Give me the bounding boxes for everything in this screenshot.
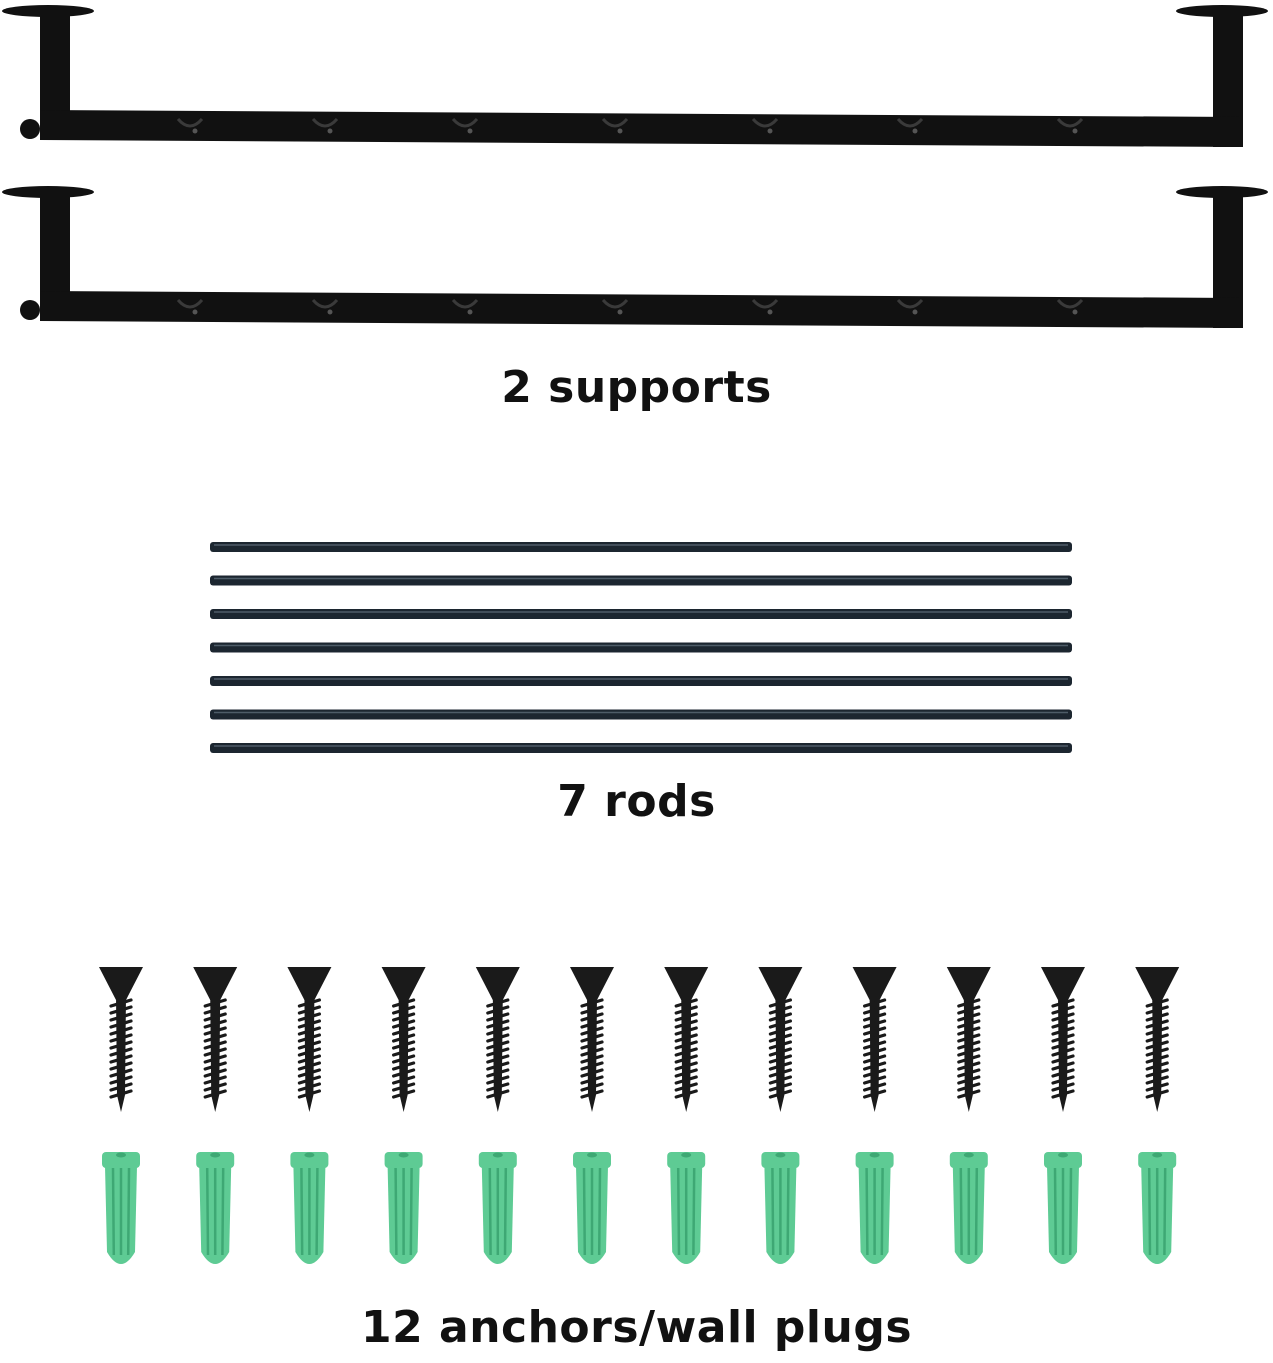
screw — [1041, 967, 1085, 1112]
rod — [210, 743, 1072, 753]
rod-holder — [451, 117, 479, 128]
rod-holder — [751, 117, 779, 128]
rod-holder — [176, 298, 204, 309]
rod-holder — [176, 117, 204, 128]
rods-group — [210, 542, 1072, 753]
supports-caption: 2 supports — [501, 362, 772, 413]
screw — [287, 967, 332, 1112]
screw — [1135, 967, 1180, 1112]
wall-plug — [573, 1152, 611, 1264]
rod-holder — [896, 298, 924, 309]
wall-plug — [1138, 1152, 1177, 1264]
wall-plug — [1044, 1152, 1082, 1264]
screw — [475, 967, 520, 1112]
screw — [381, 967, 426, 1112]
supports-group — [2, 5, 1268, 328]
rod-holder — [1056, 298, 1084, 309]
wall-plug — [667, 1152, 706, 1264]
screw — [99, 967, 143, 1112]
rod-holder — [311, 117, 339, 128]
wall-plug — [196, 1152, 235, 1264]
rods-caption: 7 rods — [557, 776, 716, 827]
screw — [664, 967, 709, 1112]
wall-plug — [478, 1152, 517, 1264]
screw — [193, 967, 238, 1112]
plugs-group — [102, 1152, 1177, 1264]
screw — [570, 967, 614, 1112]
rod-holder — [601, 117, 629, 128]
rod — [210, 542, 1072, 552]
screw — [946, 967, 991, 1112]
screw — [852, 967, 897, 1112]
rod — [210, 676, 1072, 686]
wall-plug — [949, 1152, 988, 1264]
wall-plug — [761, 1152, 800, 1264]
support-bracket — [2, 186, 1268, 328]
rod-holder — [1056, 117, 1084, 128]
screws-group — [99, 967, 1180, 1112]
wall-plug — [855, 1152, 894, 1264]
support-bracket — [2, 5, 1268, 147]
rod-holder — [601, 298, 629, 309]
wall-plug — [290, 1152, 329, 1264]
screw — [758, 967, 803, 1112]
wall-plug — [102, 1152, 140, 1264]
rod — [210, 575, 1072, 586]
rod-holder — [451, 298, 479, 309]
wall-plug — [384, 1152, 423, 1264]
rod — [210, 709, 1072, 720]
rod-holder — [311, 298, 339, 309]
rod — [210, 642, 1072, 653]
rod — [210, 609, 1072, 619]
rod-holder — [896, 117, 924, 128]
rod-holder — [751, 298, 779, 309]
anchors-caption: 12 anchors/wall plugs — [360, 1302, 913, 1353]
